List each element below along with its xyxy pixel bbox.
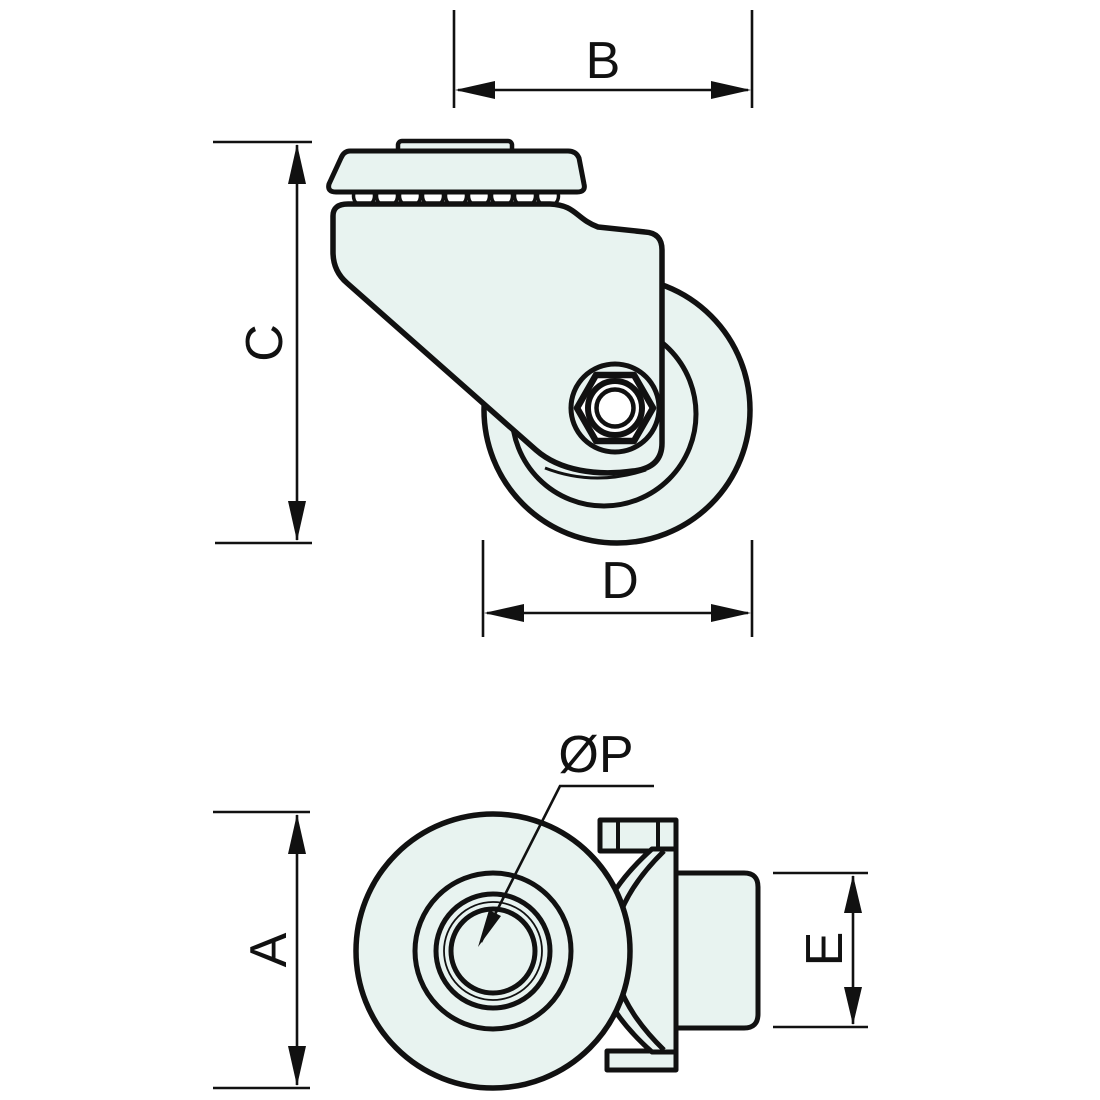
bolt-hole-bore — [448, 906, 538, 996]
arrowhead-down — [288, 1046, 306, 1086]
dim-label-d: D — [601, 552, 639, 610]
housing-bottom-tab — [604, 1048, 679, 1073]
dim-c: C — [213, 140, 312, 545]
top-plate — [326, 148, 587, 195]
arrowhead-down — [288, 501, 306, 541]
bore-chamfer-ring — [443, 901, 543, 1001]
wheel-face-outline — [353, 811, 633, 1091]
housing-top-tab-lines — [616, 822, 660, 849]
dim-label-b: B — [586, 32, 621, 90]
mount-stem — [673, 870, 761, 1031]
arrowhead-up — [288, 144, 306, 184]
dim-a: A — [213, 810, 310, 1090]
dim-b: B — [452, 10, 754, 108]
arrowhead-up — [288, 814, 306, 854]
arrowhead-right — [711, 604, 751, 622]
side-view — [326, 138, 753, 546]
arrowhead-left — [455, 81, 495, 99]
arrowhead-right — [711, 81, 751, 99]
dim-label-a: A — [240, 932, 298, 967]
arrowhead-down — [844, 987, 862, 1025]
dim-label-p: ØP — [558, 726, 633, 784]
dim-label-e: E — [796, 932, 854, 967]
dim-d: D — [481, 540, 754, 637]
bore-callout: ØP — [478, 726, 654, 947]
axle-outer-circle — [585, 378, 645, 438]
wheel-hub-ring — [412, 870, 574, 1032]
bore-outer-ring — [433, 891, 553, 1011]
fork-hub-arc — [544, 466, 647, 480]
arrowhead-up — [844, 875, 862, 913]
housing-top-tab — [597, 817, 679, 854]
arrowhead-left — [484, 604, 524, 622]
dim-label-c: C — [236, 324, 294, 362]
front-view: ØP — [353, 726, 761, 1091]
leader-line — [479, 784, 654, 943]
leader-arrowhead — [478, 910, 501, 947]
axle-bore-circle — [594, 387, 636, 429]
dim-e: E — [773, 871, 868, 1029]
